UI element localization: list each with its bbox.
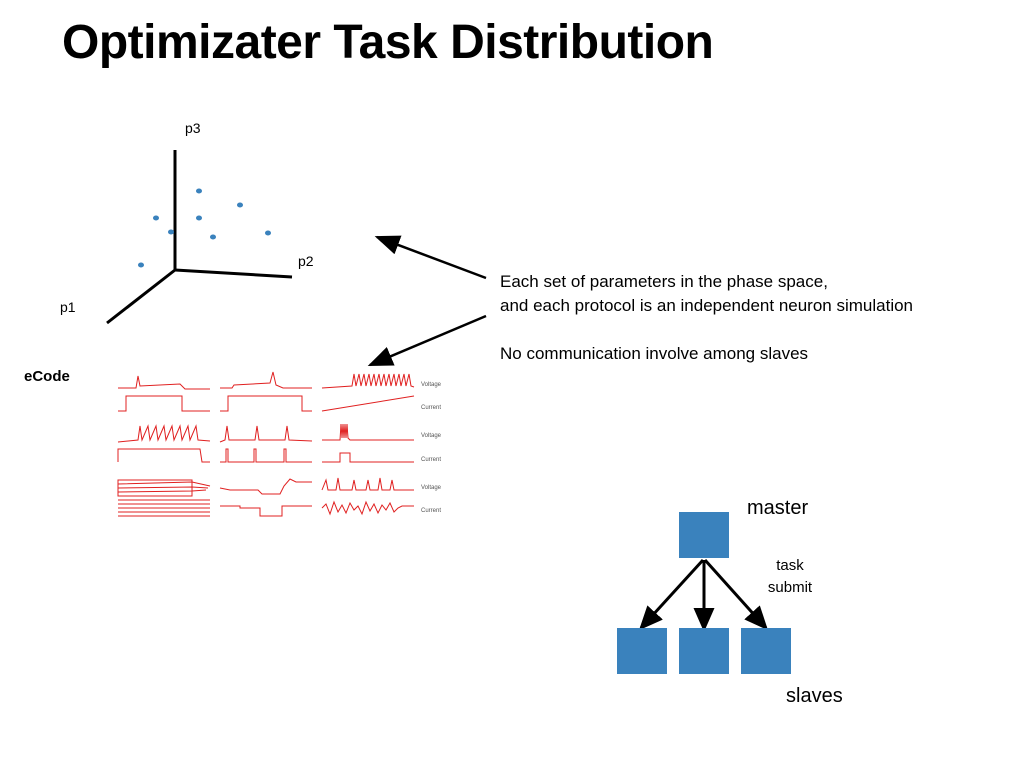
voltage-trace <box>219 478 312 495</box>
current-trace <box>117 448 210 463</box>
pointer-arrow-ecode <box>367 314 487 367</box>
current-trace <box>321 500 414 516</box>
current-label: Current <box>421 405 442 411</box>
master-node <box>679 512 729 558</box>
axis-label-p2: p2 <box>298 253 314 269</box>
parameter-point <box>138 262 144 268</box>
ecode-traces <box>117 371 415 517</box>
axis-label-p3: p3 <box>185 120 201 136</box>
parameter-point <box>210 234 216 240</box>
voltage-trace <box>117 489 207 493</box>
p2-axis <box>174 268 293 279</box>
voltage-trace <box>321 477 414 491</box>
description-line-3: No communication involve among slaves <box>500 344 809 363</box>
voltage-trace <box>117 424 211 443</box>
voltage-trace <box>321 373 415 389</box>
task-arrow-left <box>638 558 705 631</box>
current-trace <box>220 395 312 412</box>
voltage-label: Voltage <box>421 485 442 491</box>
slide-title: Optimizater Task Distribution <box>62 16 714 69</box>
task-arrow-right <box>703 558 769 631</box>
slave-node <box>741 628 791 674</box>
current-label: Current <box>421 457 442 463</box>
parameter-point <box>265 230 271 236</box>
axis-label-p1: p1 <box>60 299 76 315</box>
voltage-trace <box>117 486 209 489</box>
slave-node <box>679 628 729 674</box>
current-trace <box>322 452 414 463</box>
description-line-2: and each protocol is an independent neur… <box>500 296 914 315</box>
parameter-point <box>237 202 243 208</box>
ecode-label: eCode <box>24 368 70 385</box>
parameter-point <box>196 188 202 194</box>
voltage-trace <box>322 423 414 441</box>
parameter-point <box>153 215 159 221</box>
edge-label-task: task <box>776 557 804 574</box>
parameter-point <box>196 215 202 221</box>
master-label: master <box>747 497 809 519</box>
parameter-point <box>168 229 174 235</box>
description-line-1: Each set of parameters in the phase spac… <box>500 272 828 291</box>
p1-axis <box>106 268 176 325</box>
current-trace <box>220 505 312 517</box>
current-label: Current <box>421 508 442 514</box>
voltage-trace <box>219 425 313 443</box>
pointer-arrow-phase-space <box>374 235 487 280</box>
slave-node <box>617 628 667 674</box>
current-trace <box>321 395 415 412</box>
voltage-trace <box>117 481 211 487</box>
parameter-points <box>138 188 271 268</box>
voltage-label: Voltage <box>421 382 442 388</box>
current-trace <box>220 448 312 463</box>
voltage-trace <box>220 371 312 389</box>
slaves-label: slaves <box>786 685 843 707</box>
current-trace <box>118 395 210 412</box>
voltage-label: Voltage <box>421 433 442 439</box>
edge-label-submit: submit <box>767 579 813 596</box>
voltage-trace <box>118 375 210 390</box>
